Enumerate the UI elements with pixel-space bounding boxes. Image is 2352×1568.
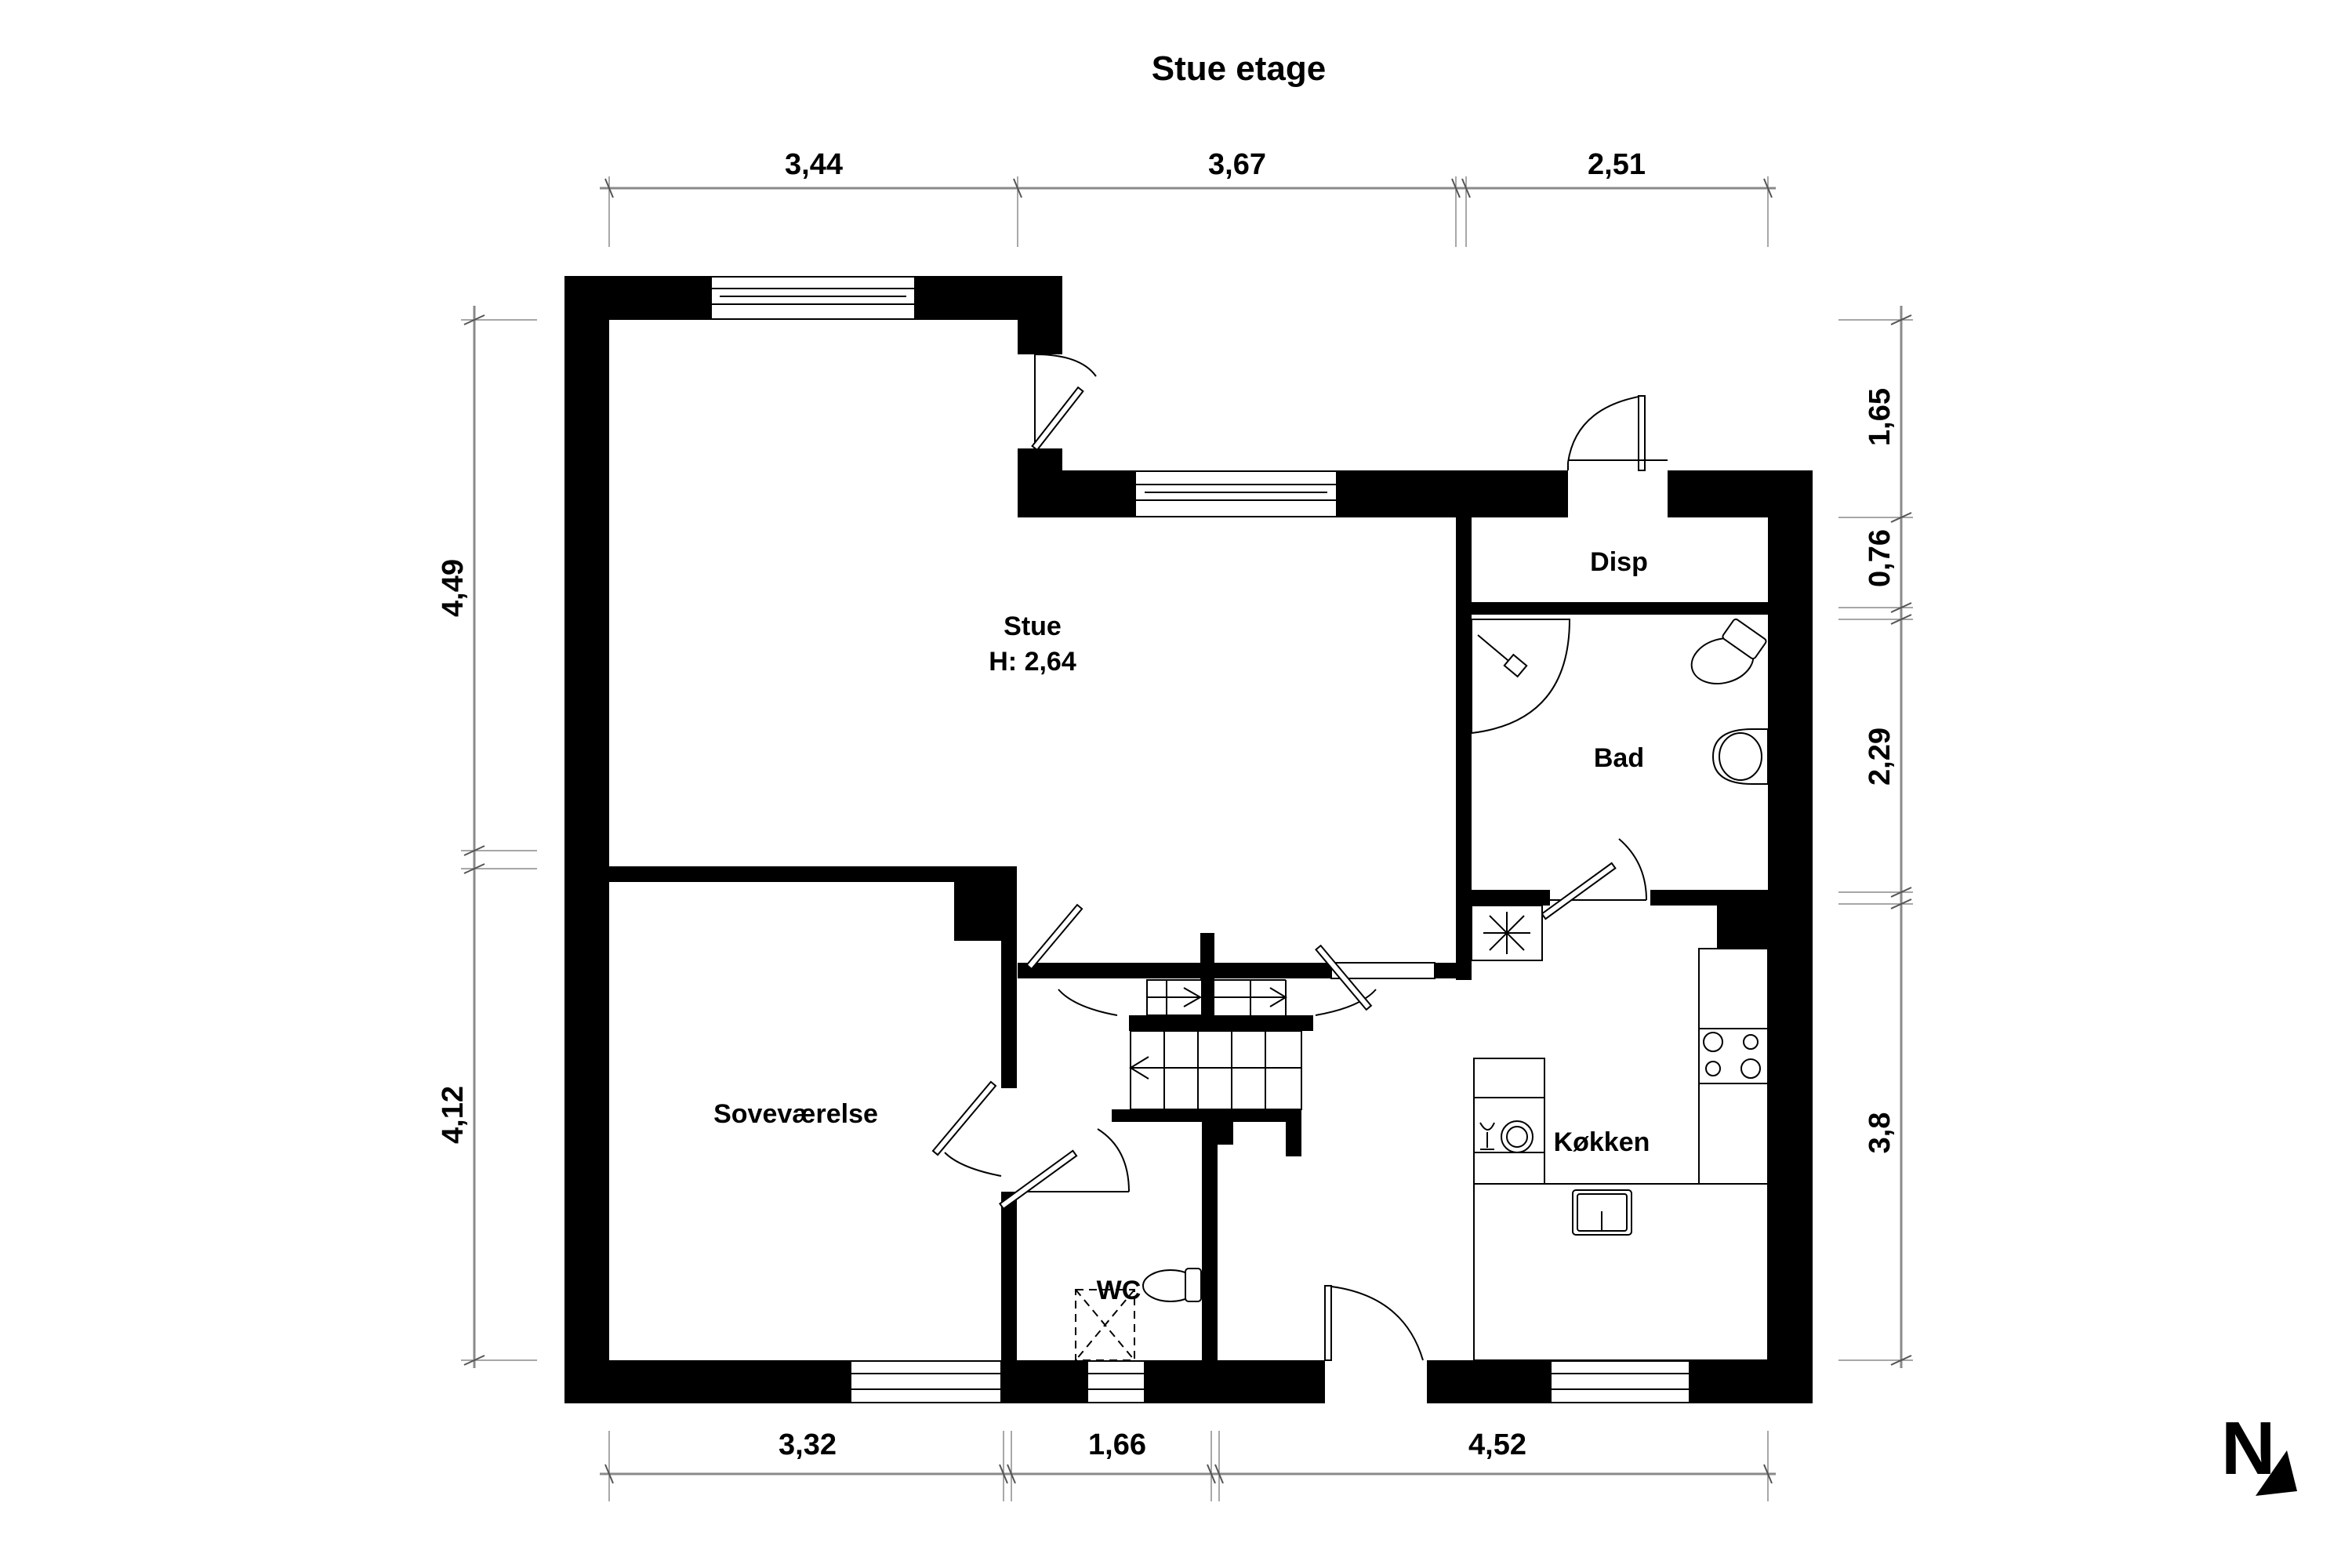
dimension-top: 3,44 3,67 2,51 xyxy=(600,148,1776,247)
dim-right-2: 0,76 xyxy=(1864,529,1896,587)
dim-right-1: 1,65 xyxy=(1864,388,1896,446)
dim-left-1: 4,49 xyxy=(437,559,470,617)
dim-bottom-2: 1,66 xyxy=(1088,1428,1146,1461)
dim-left-2: 4,12 xyxy=(437,1086,470,1144)
room-label-disp: Disp xyxy=(1590,547,1648,577)
windows xyxy=(710,276,1690,1403)
north-arrow-icon: N xyxy=(2221,1406,2297,1496)
room-labels: Stue H: 2,64 Soveværelse Disp Bad Køkken… xyxy=(713,547,1650,1305)
dishwasher-icon xyxy=(1473,1097,1545,1153)
basin-icon xyxy=(1711,728,1769,785)
dimension-left: 4,49 4,12 xyxy=(437,306,537,1368)
dim-bottom-3: 4,52 xyxy=(1468,1428,1526,1461)
plan-title: Stue etage xyxy=(1152,49,1327,88)
staircase xyxy=(1129,979,1302,1110)
dim-right-3: 2,29 xyxy=(1864,728,1896,786)
room-label-stue: Stue xyxy=(1004,612,1062,641)
room-label-kokken: Køkken xyxy=(1554,1127,1650,1157)
room-label-stue-height: H: 2,64 xyxy=(989,647,1076,677)
dimension-bottom: 3,32 1,66 4,52 xyxy=(600,1428,1776,1501)
dim-top-2: 3,67 xyxy=(1208,148,1266,181)
room-label-bad: Bad xyxy=(1594,743,1644,773)
dim-top-3: 2,51 xyxy=(1588,148,1646,181)
fixtures xyxy=(1075,618,1769,1361)
dim-top-1: 3,44 xyxy=(785,148,843,181)
svg-text:N: N xyxy=(2221,1406,2275,1490)
dim-bottom-1: 3,32 xyxy=(779,1428,837,1461)
dimension-right: 1,65 0,76 2,29 3,8 xyxy=(1838,306,1913,1368)
dim-right-4: 3,8 xyxy=(1864,1112,1896,1154)
shower-icon xyxy=(1471,619,1571,735)
room-label-sovevaerelse: Soveværelse xyxy=(713,1099,878,1129)
doors xyxy=(931,354,1668,1361)
room-label-wc: WC xyxy=(1097,1276,1142,1305)
